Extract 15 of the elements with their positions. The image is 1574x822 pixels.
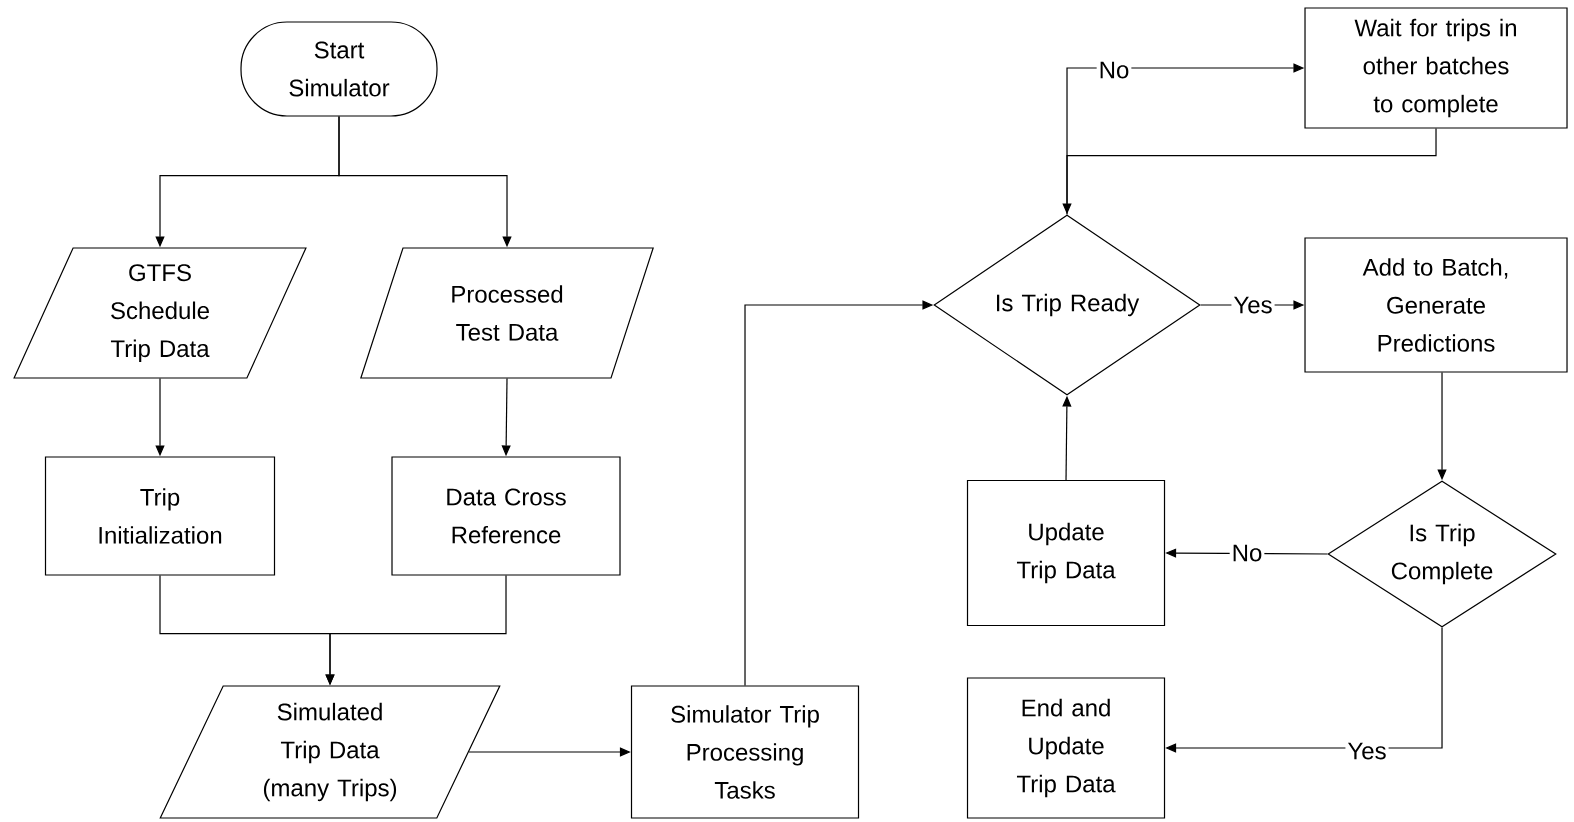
process-box: Add to Batch, Generate Predictions <box>1304 237 1568 373</box>
data-parallelogram: Processed Test Data <box>360 247 654 379</box>
start-terminal: Start Simulator <box>240 21 438 117</box>
process-box: Simulator Trip Processing Tasks <box>630 685 860 819</box>
edge-label: Yes <box>1345 740 1389 762</box>
data-parallelogram: GTFS Schedule Trip Data <box>13 247 307 379</box>
edge-label: Yes <box>1231 294 1275 316</box>
data-parallelogram: Simulated Trip Data (many Trips) <box>159 685 501 819</box>
process-box: Wait for trips in other batches to complete <box>1304 7 1568 129</box>
edge-label: No <box>1096 59 1132 81</box>
process-box: Update Trip Data <box>966 479 1166 627</box>
process-box: End and Update Trip Data <box>966 677 1166 819</box>
process-box: Trip Initialization <box>44 456 276 576</box>
process-box: Data Cross Reference <box>391 456 621 576</box>
edge-label: No <box>1229 542 1265 564</box>
